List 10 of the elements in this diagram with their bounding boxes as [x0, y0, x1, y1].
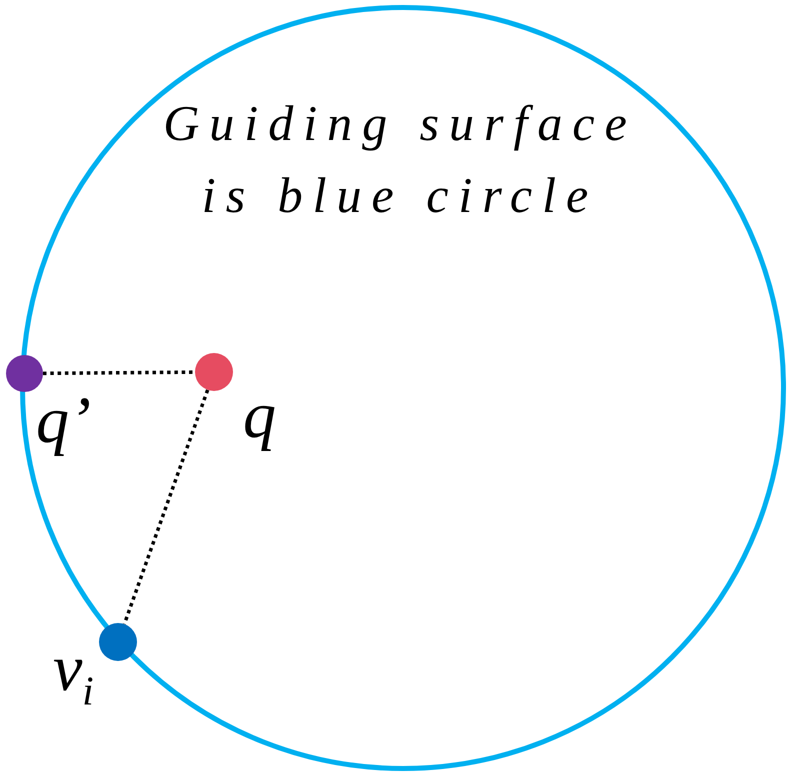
dotted-line	[122, 389, 210, 625]
circle-outline	[20, 5, 786, 771]
dotted-line	[42, 370, 196, 376]
point-label: q	[243, 383, 276, 449]
point-label: v$_{i}$	[53, 636, 94, 702]
dot-icon	[195, 353, 233, 391]
surface-caption: Guiding surface is blue circle	[162, 94, 638, 225]
dot-icon	[99, 623, 137, 661]
dot-icon	[6, 355, 43, 392]
point-label: q’	[36, 388, 91, 454]
